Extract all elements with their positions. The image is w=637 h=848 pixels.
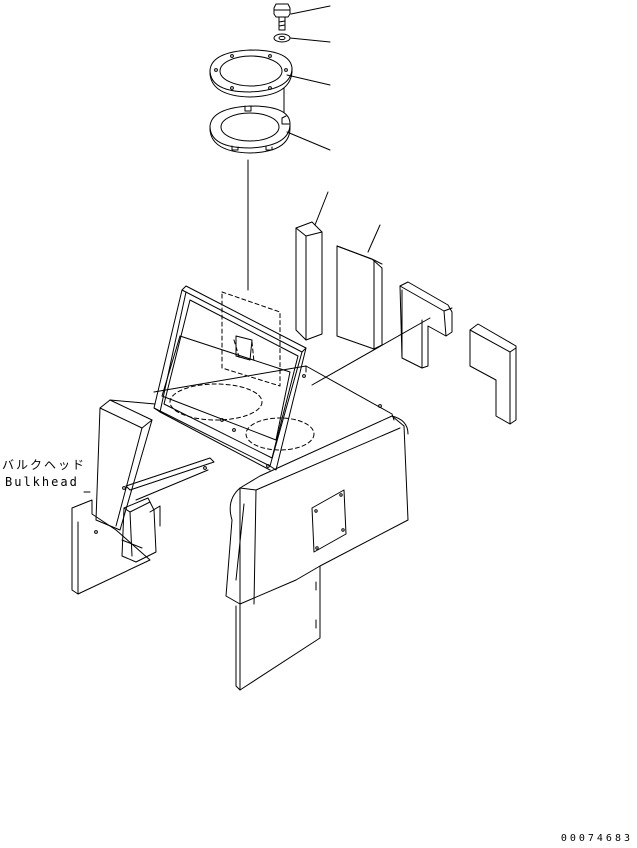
washer-icon: [273, 33, 291, 43]
document-number: 00074683: [560, 833, 633, 844]
bolt-icon: [273, 3, 291, 31]
bulkhead-label-jp: バルクヘッド: [2, 458, 87, 472]
retainer-ring-icon: [209, 49, 293, 98]
gasket-icon: [209, 105, 291, 154]
insulation-pad-wide: [336, 245, 383, 350]
cab-bulkhead-assembly: [71, 285, 409, 691]
insulation-pad-tall: [295, 221, 323, 341]
bulkhead-label-en: Bulkhead: [5, 475, 79, 489]
leader-lines: [247, 5, 431, 386]
insulation-pad-l-shaped: [399, 281, 453, 369]
insulation-pad-l-shaped-right: [469, 323, 517, 425]
